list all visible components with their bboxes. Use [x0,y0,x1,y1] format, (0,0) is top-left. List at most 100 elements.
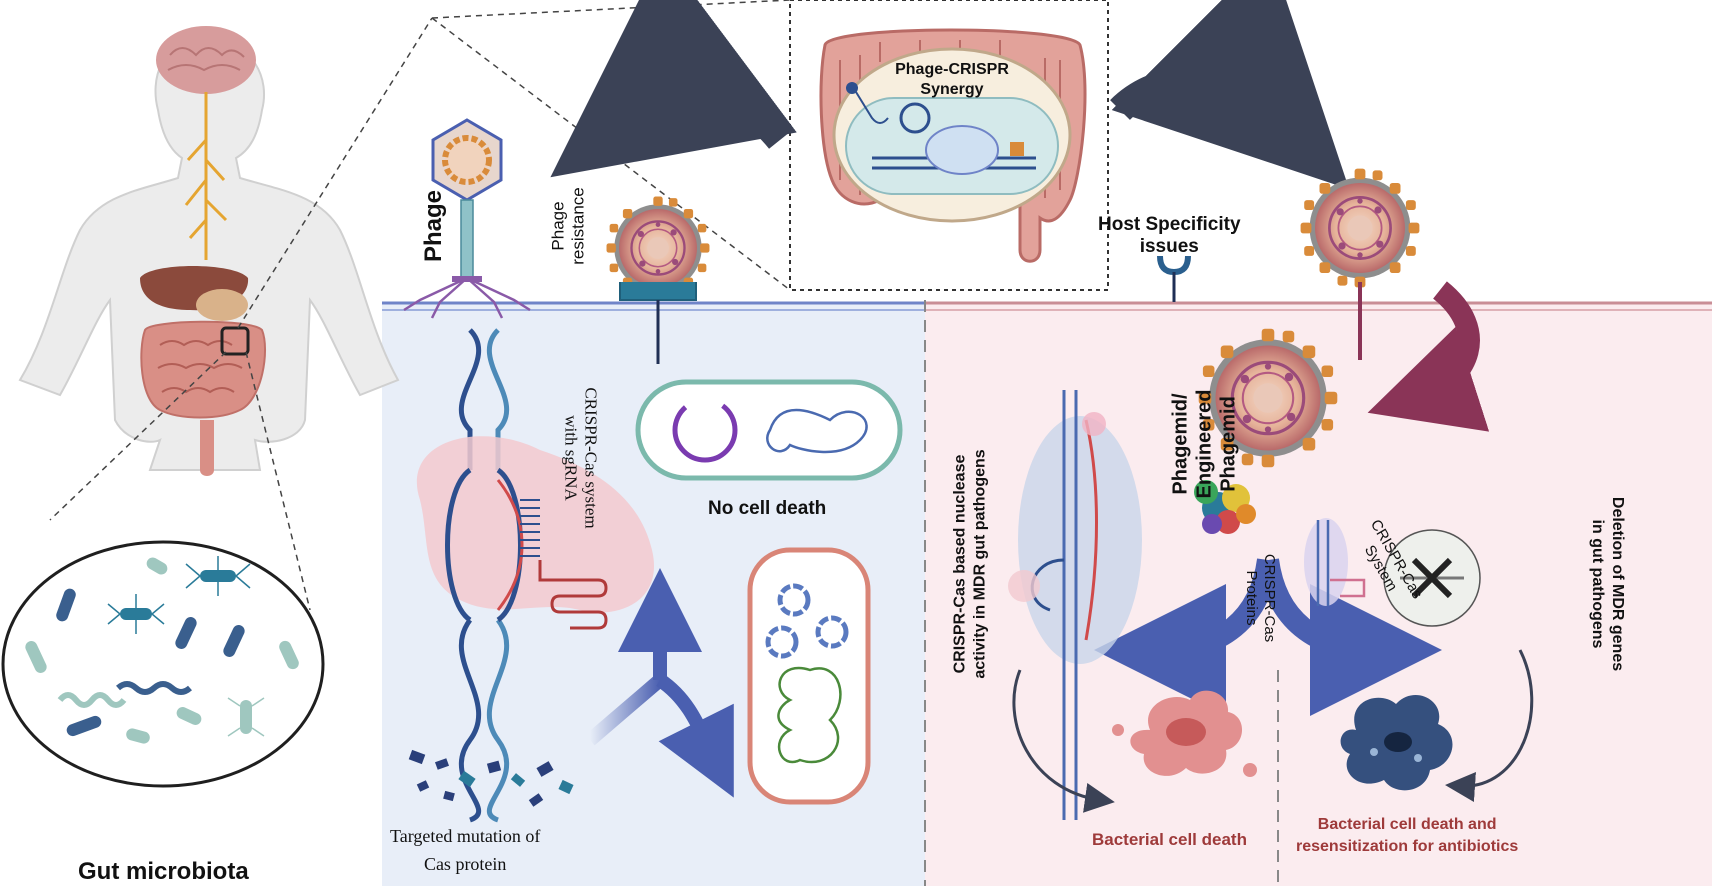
bacterium-flagella [107,594,165,634]
host-specificity-line2: issues [1139,236,1199,257]
spirochete [116,681,192,695]
dead-pathogen-spot [1414,754,1422,762]
deletion-line2: in gut pathogens [1589,519,1607,649]
resensitization-line1: Bacterial cell death and [1317,816,1497,833]
plasmid-icon [672,397,738,463]
phage-baseplate [452,276,482,282]
zoom-box [220,326,250,356]
cas-fragments-icon [408,749,574,807]
dead-pathogen-spot [1370,748,1378,756]
dna-strand [486,328,510,470]
cas-proteins-line2: Proteins [1243,570,1261,626]
susceptible-cell [747,547,871,805]
phage-genome [442,135,492,185]
cas-protein-structure-icon [1194,480,1256,534]
bacterium [223,625,245,657]
lysed-cell-debris [1112,724,1124,736]
dna-helix [458,328,510,823]
curved-arrow-right [1110,0,1350,190]
dna-strand [458,618,482,823]
microbiota-ellipse [1,540,325,788]
phage-resistance-label: Phage resistance [549,187,589,264]
split-arrow-tail [585,674,665,746]
phage-icon [403,118,531,319]
dna-strand [458,328,482,470]
phage-resistance-receptor [619,282,697,301]
synergy-cas-complex [925,125,999,175]
targeted-mutation-label: Targeted mutation of Cas protein [390,822,540,878]
targeted-mutation-line1: Targeted mutation of [390,826,541,846]
deletion-label: Deletion of MDR genes in gut pathogens [1587,497,1627,671]
phage-dna-circle [765,625,799,659]
gut-microbiota-circle [1,540,325,788]
cas-system-dna [1316,520,1330,606]
cas-proteins-line1: CRISPR-Cas [1261,553,1279,643]
deletion-line1: Deletion of MDR genes [1609,496,1627,672]
phage-dna-circle [777,583,811,617]
synergy-title-line1: Phage-CRISPR [895,61,1009,78]
bacterium [279,640,299,670]
sgrna-ladder [520,499,540,557]
bacterium [126,728,150,744]
phage-dna-circle [815,615,849,649]
resensitization-line2: resensitization for antibiotics [1296,838,1519,855]
bacterium-flagella [185,556,251,596]
stomach-icon [196,289,248,321]
nuclease-rna [1084,419,1098,641]
phagemid-line3: Phagemid [1217,396,1240,492]
gut-microbiota-label: Gut microbiota [78,858,249,885]
maroon-arrow [1367,281,1490,432]
host-specificity-line1: Host Specificity [1098,214,1241,235]
curved-arrow-left [550,0,797,178]
spirochete [57,692,127,708]
cas-proteins-label: CRISPR-Cas Proteins [1242,554,1278,642]
human-body-illustration [18,26,400,476]
deletion-x-icon [1411,557,1453,599]
sgrna-strand [496,479,524,611]
nuclease-side-blob [1008,570,1040,602]
crispr-sgrna-line2: with sgRNA [561,415,581,501]
brain-folds [167,47,245,72]
intestine-icon [140,320,266,419]
synergy-title-line2: Synergy [920,81,983,98]
engineered-virion-top [1299,167,1421,289]
zoom-line-top-2 [431,0,791,19]
bacterium [176,707,202,725]
bacterium [146,557,168,575]
brain-icon [156,26,256,94]
bacterium [175,617,197,649]
phagemid-line1: Phagemid/ [1169,393,1192,495]
bacterium [66,715,102,737]
bacterial-death-label: Bacterial cell death [1092,830,1247,849]
phage-tail [460,199,474,279]
lysed-cell-debris [1243,763,1257,777]
nuclease-line2: activity in MDR gut pathogens [971,449,989,679]
cas-system-rna [1330,578,1366,598]
chromosome-icon [766,408,868,454]
nuclease-activity-label: CRISPR-Cas based nuclease activity in MD… [951,449,991,678]
synergy-phage-head [846,82,858,94]
crispr-sgrna-line1: CRISPR-Cas system [581,387,601,529]
nuclease-dna [1062,390,1078,820]
sgrna-hairpin [538,560,608,630]
phage-resistance-line2: resistance [568,187,588,265]
colon-icon [200,420,214,476]
intestine-loops [157,340,243,394]
synergy-plasmid-icon [899,102,931,134]
green-chromosome [777,666,842,764]
zoom-line-gut-left [49,351,227,521]
bacterium [200,570,236,582]
bacterium [25,641,47,673]
resensitization-label: Bacterial cell death and resensitization… [1296,814,1518,858]
synergy-cas-cut [1010,142,1024,156]
phagemid-line2: Engineered [1193,389,1216,499]
host-receptor-icon [1157,255,1191,276]
no-cell-death-label: No cell death [708,498,827,519]
phagemid-arrow-right [1257,558,1442,716]
spinal-nerves [184,92,228,260]
bacterium [240,700,252,734]
body-silhouette [18,38,400,471]
nuclease-cas-blob [1018,416,1142,664]
phage-resistance-line1: Phage [548,201,568,251]
